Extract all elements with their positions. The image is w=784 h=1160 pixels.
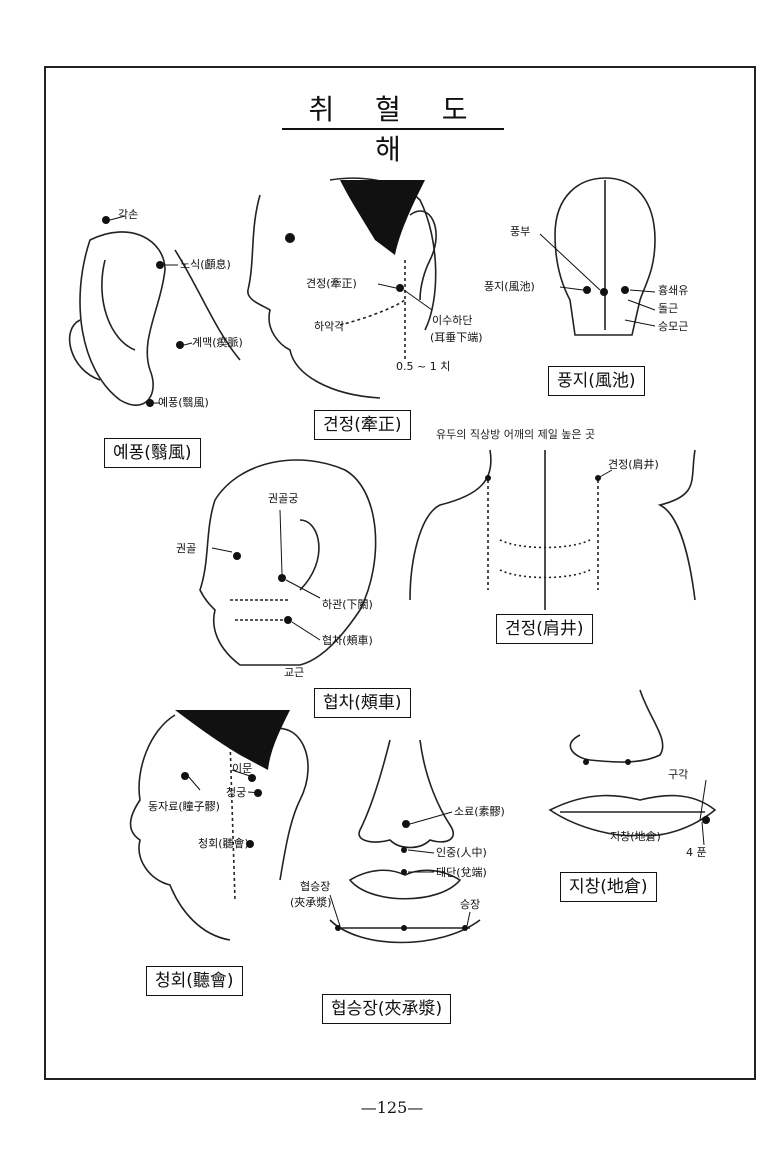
caption-gyeonjeong-face: 견정(牽正)	[314, 410, 411, 440]
label-gwongolgung: 권골궁	[268, 492, 299, 505]
title-underline	[282, 128, 504, 130]
label-hyeopcha: 협차(頰車)	[322, 634, 373, 647]
caption-hyeopcha: 협차(頰車)	[314, 688, 411, 718]
note-gyeonjeong-shoulder: 유두의 직상방 어깨의 제일 높은 곳	[436, 428, 596, 441]
label-nosik: 노식(顱息)	[180, 258, 231, 271]
page-frame	[44, 66, 756, 1080]
label-gyemaek: 계맥(瘈脈)	[192, 336, 243, 349]
label-dolgeun: 돌근	[658, 302, 679, 315]
caption-cheonghoe: 청회(聽會)	[146, 966, 243, 996]
label-isuhadan: 이수하단	[432, 314, 473, 327]
label-cheonghoe: 청회(聽會)	[198, 837, 249, 850]
label-yepung: 예풍(翳風)	[158, 396, 209, 409]
label-taedan: 태단(兌端)	[436, 866, 487, 879]
label-injung: 인중(人中)	[436, 846, 487, 859]
page-number: —125—	[360, 1098, 424, 1117]
caption-pungji: 풍지(風池)	[548, 366, 645, 396]
label-hyeopseungjang: 협승장	[300, 880, 331, 893]
label-gyeonjeong-shoulder: 견정(肩井)	[608, 458, 659, 471]
label-cheonggung: 청궁	[226, 786, 247, 799]
caption-gyeonjeong-shoulder: 견정(肩井)	[496, 614, 593, 644]
label-imun: 이문	[232, 762, 253, 775]
label-isuhadan-hanja: (耳垂下端)	[430, 331, 483, 344]
caption-jichang: 지창(地倉)	[560, 872, 657, 902]
label-dongjaryo: 동자료(瞳子髎)	[148, 800, 220, 813]
label-gakson: 각손	[118, 208, 139, 221]
label-hagwan: 하관(下關)	[322, 598, 373, 611]
label-seungjang: 승장	[460, 898, 481, 911]
page-title: 취 혈 도 해	[308, 93, 484, 166]
caption-yepung: 예퐁(翳風)	[104, 438, 201, 468]
label-haakgak: 하악각	[314, 320, 345, 333]
label-distance: 0.5 ~ 1 치	[396, 360, 451, 373]
label-gyogeun: 교근	[284, 666, 305, 679]
label-gugak: 구각	[668, 768, 689, 781]
label-pungbu: 풍부	[510, 225, 531, 238]
label-gwongol: 권골	[176, 542, 197, 555]
label-hyeopseungjang-hanja: (夾承漿)	[290, 896, 332, 909]
label-hyungswae: 흉쇄유	[658, 284, 689, 297]
label-gyeonjeong-face: 견정(牽正)	[306, 277, 357, 290]
label-4pun: 4 푼	[686, 846, 707, 859]
label-pungji: 풍지(風池)	[484, 280, 535, 293]
caption-hyeopseungjang: 협승장(夾承漿)	[322, 994, 452, 1024]
label-soryo: 소료(素髎)	[454, 805, 505, 818]
label-seungmogeun: 승모근	[658, 320, 689, 333]
label-jichang: 지창(地倉)	[610, 830, 661, 843]
